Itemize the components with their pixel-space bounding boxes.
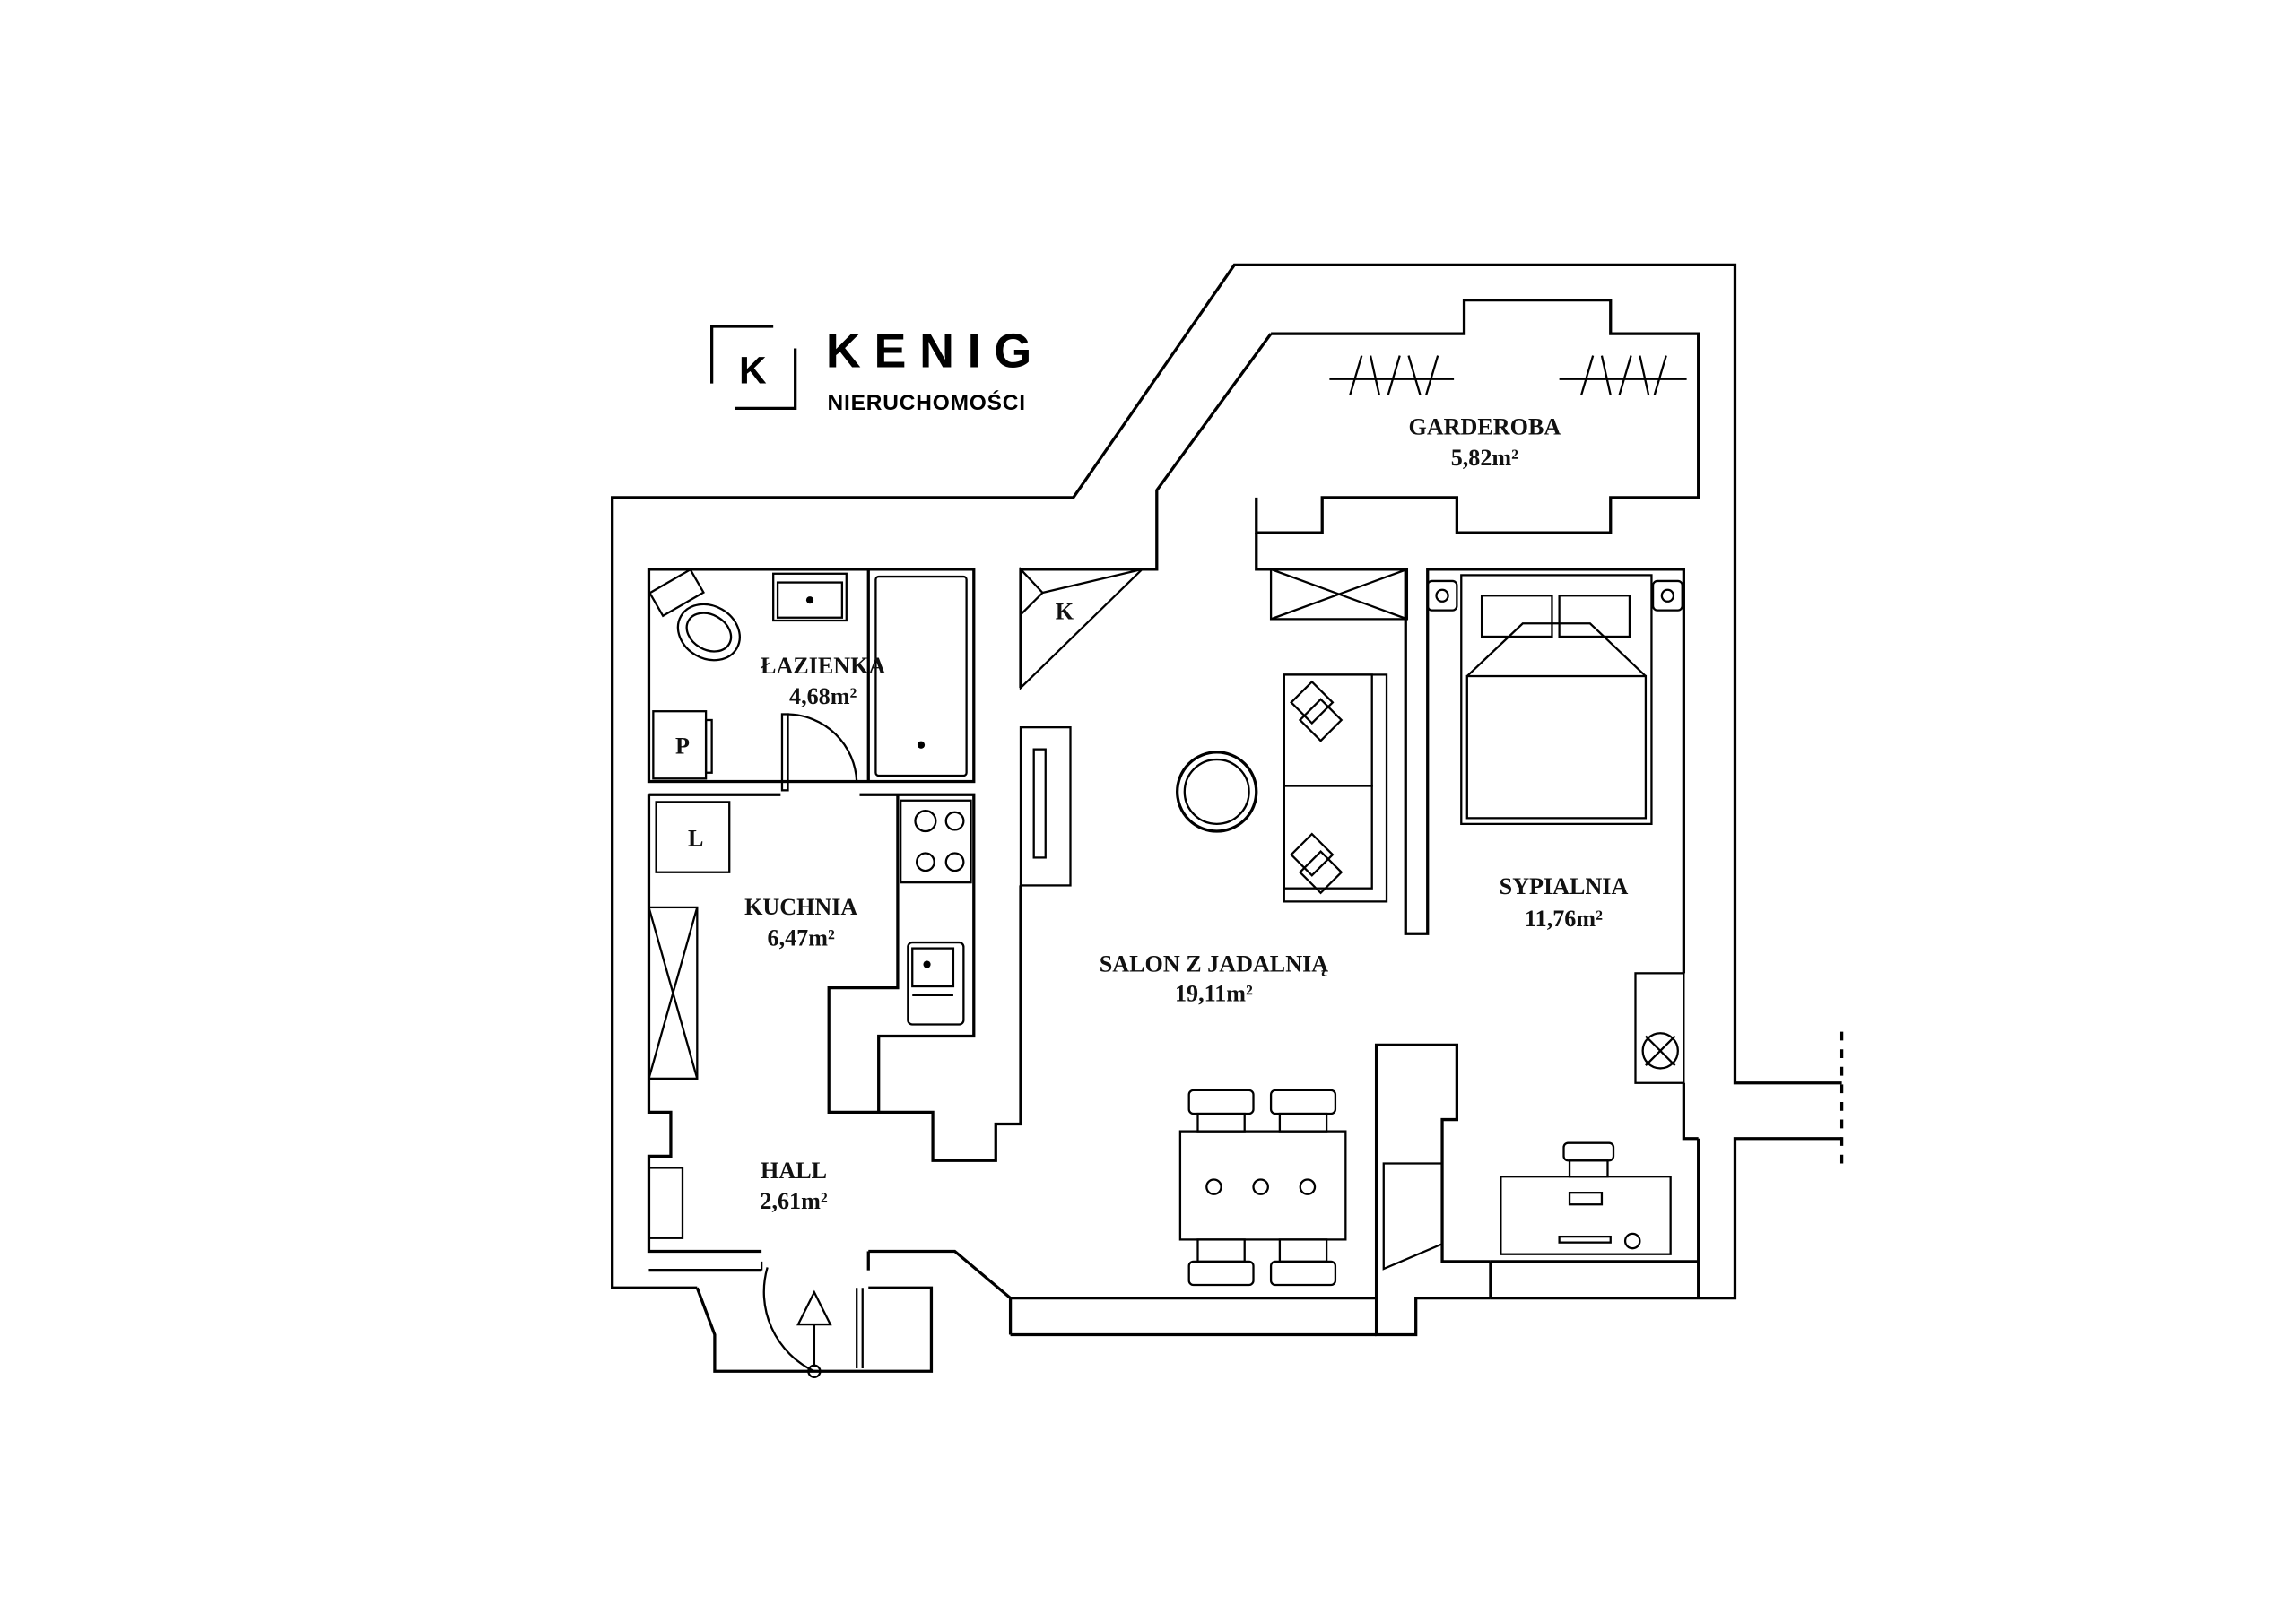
room-area: 6,47m² bbox=[768, 924, 835, 950]
room-name: SALON Z JADALNIĄ bbox=[1100, 951, 1328, 977]
wardrobe-icon bbox=[648, 906, 699, 1081]
plant-icon bbox=[1634, 972, 1685, 1084]
room-name: HALL bbox=[761, 1158, 827, 1184]
room-label-salon: SALON Z JADALNIĄ 19,11m² bbox=[1100, 951, 1328, 1007]
tv-icon bbox=[1019, 726, 1072, 887]
fridge-label: L bbox=[688, 825, 703, 851]
room-label-sypialnia: SYPIALNIA 11,76m² bbox=[1500, 873, 1629, 932]
room-area: 5,82m² bbox=[1451, 445, 1518, 471]
room-name: KUCHNIA bbox=[744, 894, 857, 920]
cabinet-icon bbox=[1269, 568, 1409, 621]
washer-label: P bbox=[675, 733, 690, 759]
clothes-rail-icon bbox=[1329, 355, 1687, 395]
kitchen-sink-icon bbox=[907, 941, 965, 1026]
bathtub-icon bbox=[874, 575, 968, 777]
fireplace-icon: K bbox=[1019, 566, 1145, 690]
kenig-logo: K KENIG NIERUCHOMOŚCI bbox=[710, 325, 1045, 415]
room-name: SYPIALNIA bbox=[1500, 873, 1629, 899]
shoe-cabinet-icon bbox=[648, 1167, 684, 1239]
logo-monogram: K bbox=[739, 350, 767, 392]
room-label-garderoba: GARDEROBA 5,82m² bbox=[1409, 414, 1561, 471]
room-area: 4,68m² bbox=[789, 683, 857, 709]
bathroom-door-icon[interactable] bbox=[780, 713, 858, 792]
fridge-icon: L bbox=[655, 801, 731, 873]
closet-icon bbox=[1382, 1162, 1444, 1271]
room-area: 19,11m² bbox=[1175, 980, 1253, 1006]
stove-icon bbox=[900, 799, 972, 884]
sink-icon bbox=[772, 572, 848, 622]
room-area: 11,76m² bbox=[1525, 906, 1603, 932]
fireplace-label: K bbox=[1056, 598, 1074, 624]
logo-subtitle: NIERUCHOMOŚCI bbox=[828, 390, 1026, 415]
logo-brand: KENIG bbox=[826, 325, 1045, 378]
toilet-icon bbox=[648, 568, 741, 662]
room-label-kuchnia: KUCHNIA 6,47m² bbox=[744, 894, 857, 950]
room-label-lazienka: ŁAZIENKA 4,68m² bbox=[761, 653, 885, 709]
room-name: ŁAZIENKA bbox=[761, 653, 885, 679]
room-name: GARDEROBA bbox=[1409, 414, 1561, 440]
washing-machine-icon: P bbox=[652, 710, 713, 780]
sofa-icon bbox=[1283, 673, 1388, 903]
room-label-hall: HALL 2,61m² bbox=[760, 1158, 827, 1214]
bed-icon bbox=[1460, 574, 1653, 826]
coffee-table-icon bbox=[1176, 751, 1258, 833]
nightstand-icon bbox=[1426, 579, 1683, 612]
dining-table-icon bbox=[1178, 1089, 1347, 1287]
room-area: 2,61m² bbox=[760, 1188, 827, 1214]
desk-icon bbox=[1500, 1141, 1672, 1255]
